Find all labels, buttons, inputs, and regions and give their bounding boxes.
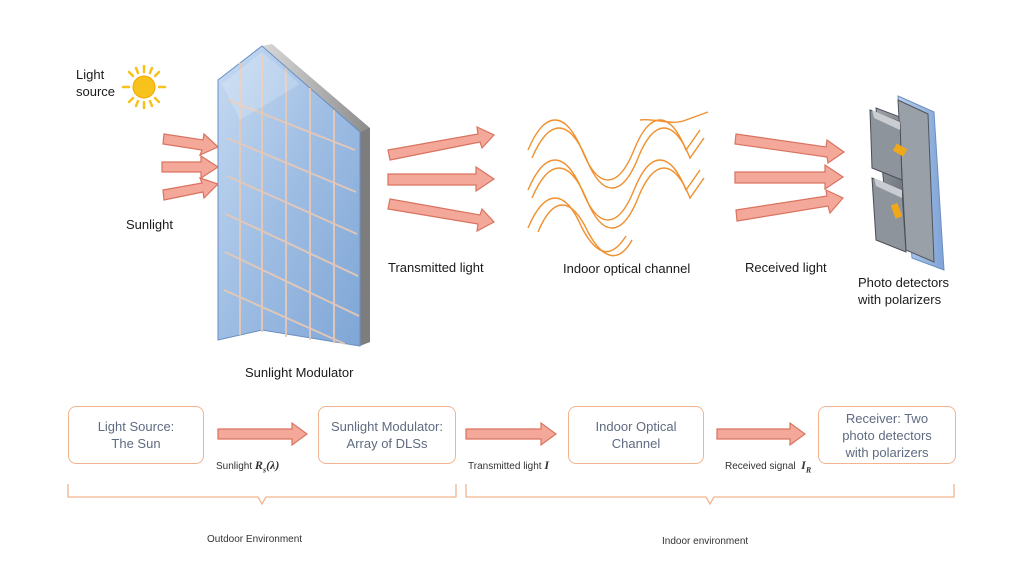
received-arrows — [734, 133, 846, 222]
indoor-optical-channel-block: Indoor Optical Channel — [568, 406, 704, 464]
transmitted-arrow — [387, 125, 495, 161]
light-source-label: Light source — [76, 67, 116, 99]
received-symbol: I — [801, 458, 806, 472]
indoor-environment-label: Indoor environment — [662, 536, 749, 547]
transmitted-arrows — [387, 125, 496, 233]
sunlight-symbol: R — [254, 458, 263, 472]
block-arrow — [716, 421, 807, 447]
sunlight-signal-text: Sunlight — [216, 461, 253, 472]
received-arrow — [734, 133, 846, 165]
sunlight-subscript: s — [262, 465, 267, 475]
transmitted-symbol: I — [544, 458, 549, 472]
sunlight-modulator-label: Sunlight Modulator — [245, 365, 354, 380]
sun-icon — [121, 64, 167, 110]
block-arrows — [217, 421, 807, 447]
sunlight-arrows — [161, 132, 220, 201]
received-signal-text: Received signal — [725, 461, 796, 472]
transmitted-arrow — [387, 165, 496, 193]
outdoor-brace — [67, 484, 457, 506]
sunlight-arrow — [162, 177, 220, 201]
sunlight-arrow — [161, 154, 220, 180]
received-arrow — [734, 163, 845, 191]
sunlight-modulator-block: Sunlight Modulator: Array of DLSs — [318, 406, 456, 464]
transmitted-signal-text: Transmitted light — [468, 461, 542, 472]
received-arrow — [735, 188, 844, 222]
block-arrow — [465, 421, 558, 447]
sunlight-argument: (λ) — [266, 458, 280, 472]
sunlight-arrow — [162, 132, 220, 157]
block-arrow — [217, 421, 309, 447]
sunlight-signal-label: Sunlight Rs(λ) — [216, 458, 279, 474]
indoor-brace — [465, 484, 955, 506]
transmitted-light-label: Transmitted light — [388, 260, 484, 275]
received-signal-label: Received signal IR — [725, 458, 811, 474]
sunlight-label: Sunlight — [126, 217, 173, 232]
polarizer-icon — [890, 203, 903, 219]
light-source-block: Light Source: The Sun — [68, 406, 204, 464]
received-light-label: Received light — [745, 260, 827, 275]
indoor-optical-channel-label: Indoor optical channel — [563, 261, 691, 276]
sunlight-modulator-panel — [217, 44, 370, 347]
transmitted-arrow — [387, 198, 495, 233]
receiver-block: Receiver: Two photo detectors with polar… — [818, 406, 956, 464]
photo-detectors-device — [869, 95, 945, 271]
outdoor-environment-label: Outdoor Environment — [207, 534, 303, 545]
polarizer-icon — [892, 143, 908, 157]
photo-detectors-label: Photo detectors with polarizers — [858, 275, 950, 307]
environment-braces — [67, 484, 955, 506]
optical-channel-waves — [527, 111, 709, 257]
transmitted-signal-label: Transmitted light I — [468, 458, 549, 473]
received-subscript: R — [805, 465, 812, 475]
